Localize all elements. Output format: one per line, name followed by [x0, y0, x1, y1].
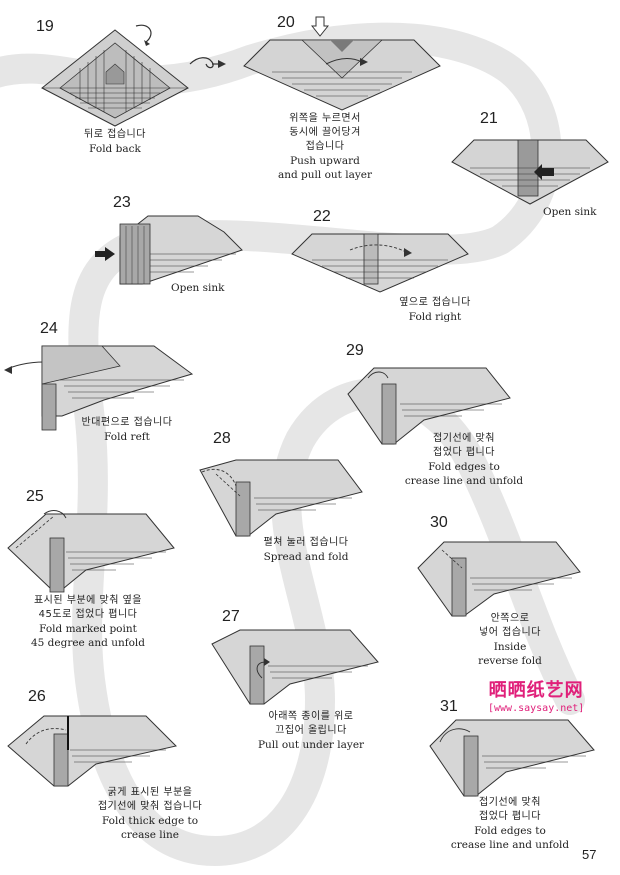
step-caption: 뒤로 접습니다 Fold back [84, 129, 146, 155]
step-number: 20 [277, 14, 295, 31]
step-number: 23 [113, 194, 131, 211]
step-label: Open sink [543, 206, 597, 218]
step-number: 26 [28, 688, 46, 705]
origami-figure [429, 719, 595, 797]
origami-figure [4, 345, 194, 431]
origami-figure [211, 629, 379, 705]
push-down-arrow-icon [311, 16, 329, 37]
origami-figure [41, 29, 189, 127]
step-caption: 펼쳐 눌러 접습니다 Spread and fold [263, 537, 349, 563]
step-caption: 옆으로 접습니다 Fold right [399, 297, 471, 323]
step-number: 22 [313, 208, 331, 225]
origami-figure [243, 39, 441, 111]
step-number: 25 [26, 488, 44, 505]
step-caption: 안쪽으로 넣어 접습니다 Inside reverse fold [478, 613, 542, 667]
step-number: 31 [440, 698, 458, 715]
sink-arrow-icon [95, 247, 115, 261]
step-number: 28 [213, 430, 231, 447]
origami-figure [417, 541, 581, 617]
step-label: Open sink [171, 282, 225, 294]
origami-figure [7, 715, 177, 787]
origami-figure [347, 367, 511, 445]
origami-figure [199, 459, 363, 537]
origami-figure [291, 233, 469, 293]
step-caption: 굵게 표시된 부분을 접기선에 맞춰 접습니다 Fold thick edge … [97, 787, 203, 841]
step-caption: 접기선에 맞춰 접었다 폅니다 Fold edges to crease lin… [404, 433, 524, 487]
step-number: 30 [430, 514, 448, 531]
step-number: 24 [40, 320, 58, 337]
step-number: 29 [346, 342, 364, 359]
origami-figure [451, 139, 609, 205]
turn-over-icon [189, 57, 226, 69]
site-watermark: 晒晒纸艺网 [www.saysay.net] [488, 676, 584, 714]
step-caption: 표시된 부분에 맞춰 옆을 45도로 접었다 폅니다 Fold marked p… [30, 595, 146, 649]
fold-back-arrow-icon [135, 24, 152, 46]
step-caption: 아래쪽 종이를 위로 끄집어 올립니다 Pull out under layer [257, 711, 365, 751]
watermark-url: [www.saysay.net] [488, 703, 585, 714]
step-number: 27 [222, 608, 240, 625]
origami-figure [7, 510, 175, 593]
watermark-logo-text: 晒晒纸艺网 [488, 680, 584, 701]
page-number: 57 [582, 847, 597, 862]
origami-figure [119, 215, 243, 285]
step-caption: 반대편으로 접습니다 Fold reft [81, 417, 173, 443]
step-caption: 접기선에 맞춰 접었다 폅니다 Fold edges to crease lin… [450, 797, 570, 851]
step-number: 21 [480, 110, 498, 127]
step-number: 19 [36, 18, 54, 35]
step-caption: 위쪽을 누르면서 동시에 끌어당겨 접습니다 Push upward and p… [277, 113, 373, 181]
